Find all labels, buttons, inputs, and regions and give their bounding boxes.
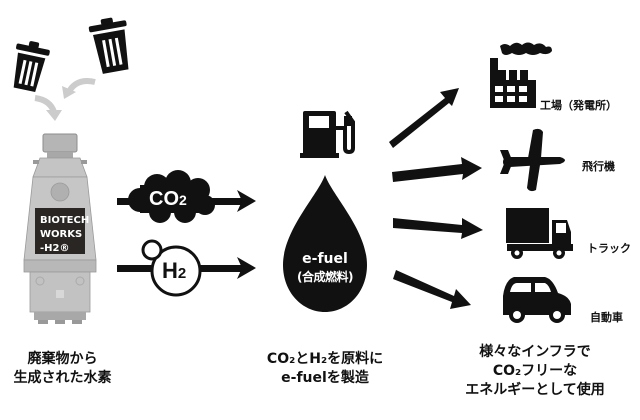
airplane-icon bbox=[500, 128, 565, 192]
co2-label: CO2 bbox=[149, 187, 187, 212]
efuel-label: e-fuel (合成燃料) bbox=[283, 250, 367, 286]
machine-label-line2: WORKS bbox=[40, 229, 82, 240]
use-label-airplane: 飛行機 bbox=[582, 160, 615, 173]
trash-can-right-icon bbox=[88, 17, 129, 74]
trash-can-left-icon bbox=[13, 41, 50, 93]
machine-label-line1: BIOTECH bbox=[40, 215, 89, 226]
caption-right-line1: 様々なインフラで bbox=[479, 344, 591, 360]
efuel-label-line1: e-fuel bbox=[302, 251, 348, 267]
caption-middle-line2: e-fuelを製造 bbox=[281, 370, 369, 386]
use-label-factory: 工場（発電所） bbox=[540, 99, 617, 112]
fuel-drop-icon bbox=[283, 175, 367, 312]
use-label-car: 自動車 bbox=[590, 311, 623, 324]
arrow-to-truck-icon bbox=[393, 218, 483, 239]
arrow-to-airplane-icon bbox=[392, 157, 482, 182]
caption-right: 様々なインフラで CO₂フリーな エネルギーとして使用 bbox=[440, 343, 630, 400]
gray-arrow-right-icon bbox=[62, 78, 96, 99]
caption-right-line3: エネルギーとして使用 bbox=[465, 382, 605, 398]
caption-middle: CO₂とH₂を原料に e-fuelを製造 bbox=[248, 350, 402, 388]
caption-left-line1: 廃棄物から bbox=[27, 351, 98, 367]
efuel-label-line2: (合成燃料) bbox=[297, 270, 353, 284]
use-label-truck: トラック bbox=[587, 242, 631, 255]
biotech-works-machine-icon: BIOTECH WORKS -H2® bbox=[23, 133, 97, 324]
arrow-to-factory-icon bbox=[389, 88, 459, 148]
caption-left-line2: 生成された水素 bbox=[13, 370, 112, 386]
h2-arrow-icon bbox=[117, 239, 256, 297]
co2-arrow-icon bbox=[117, 170, 256, 223]
truck-icon bbox=[506, 208, 573, 259]
caption-middle-line1: CO₂とH₂を原料に bbox=[266, 351, 384, 367]
fuel-pump-icon bbox=[300, 110, 355, 158]
caption-right-line2: CO₂フリーな bbox=[492, 363, 578, 379]
h2-label: H2 bbox=[162, 258, 186, 287]
h2-label-main: H bbox=[162, 258, 178, 283]
h2-label-sub: 2 bbox=[177, 265, 187, 282]
machine-label-line3: -H2® bbox=[40, 243, 69, 254]
co2-label-sub: 2 bbox=[179, 192, 187, 208]
car-icon bbox=[503, 277, 571, 323]
co2-label-main: CO bbox=[149, 188, 179, 210]
gray-arrow-left-icon bbox=[34, 95, 62, 121]
factory-icon bbox=[490, 42, 552, 108]
arrow-to-car-icon bbox=[393, 270, 471, 309]
caption-left: 廃棄物から 生成された水素 bbox=[0, 350, 125, 388]
